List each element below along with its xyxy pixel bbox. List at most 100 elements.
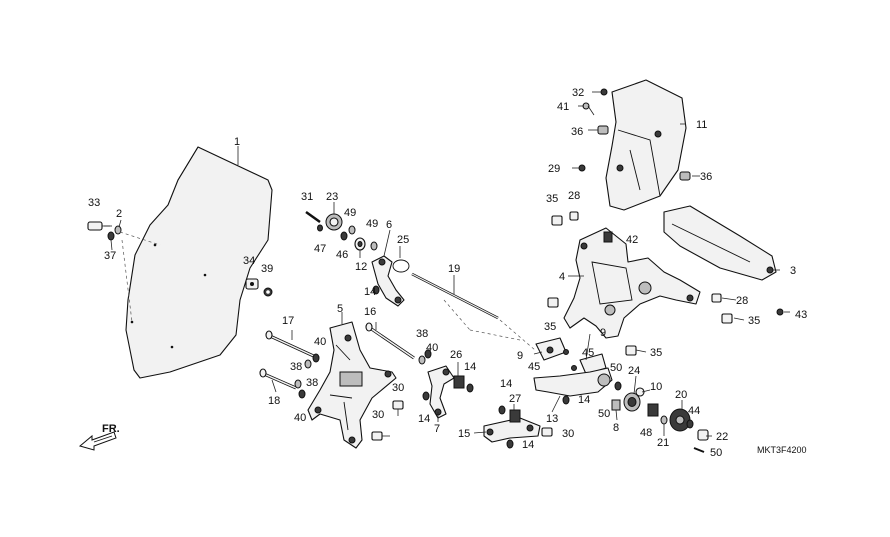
bolt-35-low[interactable] (625, 345, 637, 356)
callout-40-b: 40 (294, 412, 306, 424)
bolt-35-top[interactable] (551, 215, 563, 226)
callout-4: 4 (559, 271, 565, 283)
callout-20: 20 (675, 389, 687, 401)
bracket-3[interactable] (663, 205, 777, 281)
callout-35-d: 35 (650, 347, 662, 359)
spring-27[interactable] (509, 409, 521, 423)
grommet-36-right[interactable] (679, 171, 691, 181)
clip-14-upper[interactable] (372, 285, 380, 295)
mount-stay-4[interactable] (563, 227, 701, 339)
screw-45-a[interactable] (563, 349, 569, 355)
bolt-30-c[interactable] (541, 427, 553, 437)
clip-14-left[interactable] (422, 391, 430, 401)
nut-10[interactable] (635, 387, 645, 397)
callout-14-f: 14 (522, 439, 534, 451)
callout-32: 32 (572, 87, 584, 99)
callout-40-a: 40 (314, 336, 326, 348)
nut-47[interactable] (317, 224, 323, 232)
pin-16[interactable] (365, 322, 415, 360)
grommet-36-left[interactable] (597, 125, 609, 135)
bolt-34[interactable] (245, 278, 259, 290)
knob-20[interactable] (669, 408, 691, 432)
callout-36-b: 36 (700, 171, 712, 183)
screw-43[interactable] (776, 308, 784, 316)
bolt-28-top[interactable] (569, 211, 579, 221)
diagram-code: MKT3F4200 (757, 445, 807, 455)
bolt-35-right[interactable] (721, 313, 733, 324)
washer-38-right[interactable] (418, 355, 426, 365)
clip-14-low[interactable] (498, 405, 506, 415)
callout-21: 21 (657, 437, 669, 449)
washer-50-a[interactable] (614, 381, 622, 391)
windscreen[interactable] (125, 146, 273, 379)
callout-19: 19 (448, 263, 460, 275)
washer-38-lower[interactable] (294, 379, 302, 389)
callout-35-a: 35 (546, 193, 558, 205)
callout-35-c: 35 (748, 315, 760, 327)
callout-22: 22 (716, 431, 728, 443)
grommet-39[interactable] (263, 287, 273, 297)
callout-12: 12 (355, 261, 367, 273)
callout-31: 31 (301, 191, 313, 203)
clip-14-arm[interactable] (562, 395, 570, 405)
nut-37[interactable] (107, 231, 115, 241)
spring-48[interactable] (647, 403, 659, 417)
callout-7: 7 (434, 423, 440, 435)
screw-45-b[interactable] (571, 365, 577, 371)
knob-23[interactable] (325, 213, 343, 231)
bolt-28-right[interactable] (711, 293, 722, 303)
washer-21[interactable] (660, 415, 668, 425)
washer-40-lower[interactable] (298, 389, 306, 399)
washer-2[interactable] (114, 225, 122, 235)
bolt-30-a[interactable] (392, 400, 404, 416)
washer-40-left[interactable] (312, 353, 320, 363)
washer-38-left[interactable] (304, 359, 312, 369)
washer-40-right[interactable] (424, 349, 432, 359)
adjuster-plate-9-a[interactable] (535, 337, 567, 361)
pin-17[interactable] (265, 330, 319, 360)
washer-49-a[interactable] (348, 225, 356, 235)
callout-10: 10 (650, 381, 662, 393)
callout-47: 47 (314, 243, 326, 255)
bolt-35-mid[interactable] (547, 297, 559, 308)
bush-12[interactable] (354, 237, 366, 251)
washer-49-b[interactable] (370, 241, 378, 251)
callout-16: 16 (364, 306, 376, 318)
callout-49-b: 49 (366, 218, 378, 230)
bolt-30-b[interactable] (371, 431, 390, 441)
gear-24[interactable] (623, 392, 641, 412)
callout-6: 6 (386, 219, 392, 231)
callout-27: 27 (509, 393, 521, 405)
callout-36-a: 36 (571, 126, 583, 138)
o-ring-25[interactable] (392, 259, 410, 273)
washer-46[interactable] (340, 231, 348, 241)
pin-18[interactable] (259, 368, 297, 390)
spring-26[interactable] (453, 375, 465, 389)
cap-22[interactable] (697, 429, 709, 441)
callout-labels: 1 2 33 37 34 39 3 4 5 6 7 8 9 9 10 11 12… (88, 87, 807, 459)
collar-42[interactable] (603, 231, 613, 243)
pin-44[interactable] (686, 419, 694, 429)
arm-13[interactable] (533, 367, 613, 397)
clip-14-bottom[interactable] (506, 439, 514, 449)
callout-28-b: 28 (736, 295, 748, 307)
callout-14-d: 14 (500, 378, 512, 390)
callout-38-b: 38 (306, 377, 318, 389)
bush-8[interactable] (611, 399, 621, 411)
callout-45-b: 45 (528, 361, 540, 373)
callout-9-b: 9 (600, 327, 606, 339)
screw-50-c[interactable] (693, 447, 705, 453)
cover-11[interactable] (605, 79, 687, 211)
link-arm-6[interactable] (371, 255, 405, 307)
link-15[interactable] (483, 417, 541, 443)
callout-41: 41 (557, 101, 569, 113)
callout-3: 3 (790, 265, 796, 277)
callout-2: 2 (116, 208, 122, 220)
link-arm-7[interactable] (427, 365, 455, 419)
bolt-31[interactable] (305, 210, 321, 224)
clip-14-mid[interactable] (466, 383, 474, 393)
screen-stay-5[interactable] (307, 321, 397, 449)
callout-14-c: 14 (464, 361, 476, 373)
callout-11: 11 (696, 119, 707, 131)
shaft-19[interactable] (411, 272, 499, 320)
